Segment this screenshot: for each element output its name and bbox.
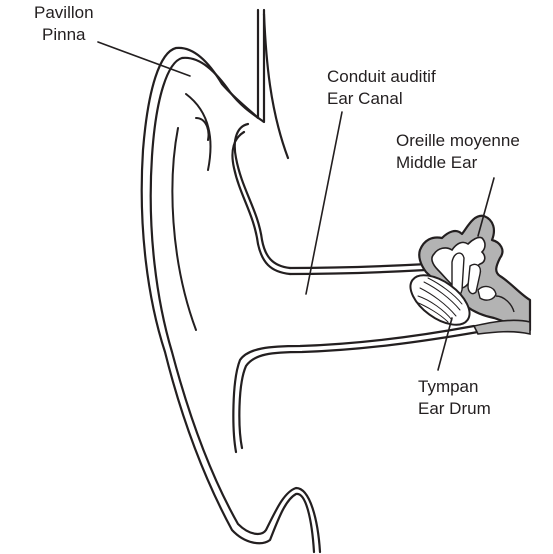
helix-fold xyxy=(232,14,290,274)
middle-ear-label-en: Middle Ear xyxy=(396,152,520,174)
ear-drum-leader xyxy=(438,318,452,370)
ear-canal-label: Conduit auditif Ear Canal xyxy=(327,66,436,110)
middle-ear-label-fr: Oreille moyenne xyxy=(396,130,520,152)
pinna-label: Pavillon Pinna xyxy=(34,2,94,46)
ear-canal-label-fr: Conduit auditif xyxy=(327,66,436,88)
pinna-label-en: Pinna xyxy=(34,24,94,46)
ear-canal-label-en: Ear Canal xyxy=(327,88,436,110)
ear-drum-label: Tympan Ear Drum xyxy=(418,376,491,420)
pinna-label-fr: Pavillon xyxy=(34,2,94,24)
ear-drum-label-en: Ear Drum xyxy=(418,398,491,420)
pinna-outline xyxy=(142,10,320,552)
ear-drum-label-fr: Tympan xyxy=(418,376,491,398)
middle-ear-label: Oreille moyenne Middle Ear xyxy=(396,130,520,174)
antihelix-outline xyxy=(172,94,210,330)
